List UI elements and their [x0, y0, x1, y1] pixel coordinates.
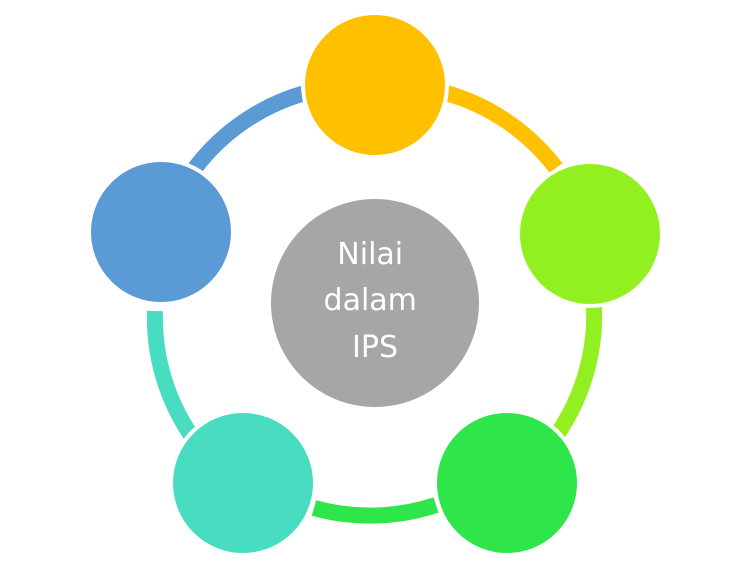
outer-nodes [87, 11, 664, 557]
center-label-line-2: dalam [324, 283, 417, 318]
connector-left-top [188, 85, 308, 173]
node-left [87, 158, 235, 306]
connector-right-bottomright [551, 306, 603, 438]
connector-ring [146, 85, 603, 524]
node-bottom-left [169, 409, 317, 557]
node-right [516, 160, 664, 308]
center-label: Nilai dalam IPS [324, 237, 427, 365]
node-bottom-right [433, 409, 581, 557]
center-label-line-1: Nilai [337, 237, 403, 272]
center-label-line-3: IPS [352, 330, 398, 365]
connector-bottomright-bottomleft [311, 497, 439, 524]
connector-top-right [443, 85, 563, 173]
center-node: Nilai dalam IPS [271, 199, 479, 407]
center-circle [271, 199, 479, 407]
connector-bottomleft-left [146, 310, 202, 446]
node-top [301, 11, 449, 159]
